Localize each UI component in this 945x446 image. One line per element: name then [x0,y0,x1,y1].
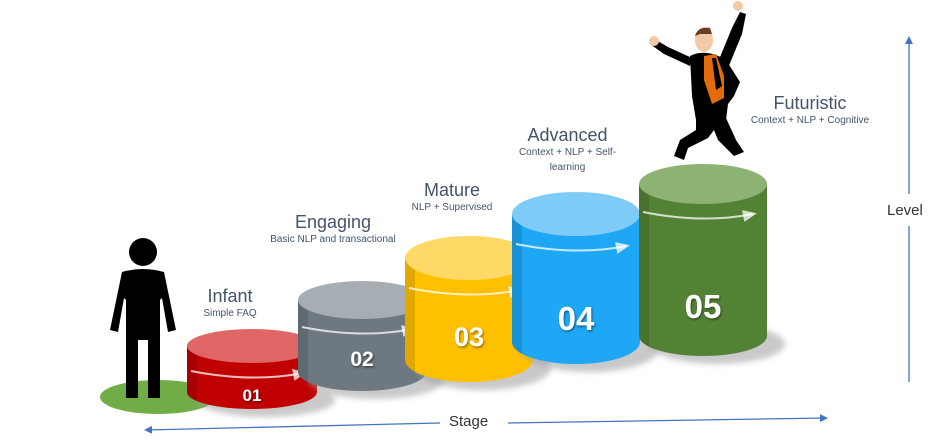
standing-person-icon [110,238,176,398]
cylinder-body [512,214,640,364]
cylinder-top [405,236,533,280]
cylinder-top [298,281,426,319]
stage-label-futuristic: Futuristic Context + NLP + Cognitive [736,93,884,128]
stage-description: Context + NLP + Self-learning [518,147,617,173]
stage-axis-left-arrow [144,422,441,434]
cylinder-number: 02 [350,348,373,371]
stage-axis-right-arrow [507,414,828,424]
cylinder-arrow-icon [301,325,416,337]
stage-axis [144,414,828,434]
cylinder-number: 01 [243,386,262,405]
cylinder-step-03: 03 [404,236,551,390]
stage-description: Basic NLP and transactional [270,234,396,245]
cylinder-edge-shade [186,346,197,402]
jumping-businessman-icon [649,1,746,160]
cylinder-body [405,258,533,382]
cylinder-step-04: 04 [511,192,658,372]
cylinder-step-02: 02 [297,281,444,399]
stage-description: Simple FAQ [203,308,257,319]
cylinder-arrow-icon [642,210,757,222]
cylinder-step-01: 01 [186,329,335,417]
cylinder-top [512,192,640,236]
cylinder-top [639,164,767,204]
stage-label-infant: Infant Simple FAQ [186,286,274,321]
stage-name: Futuristic [773,93,847,113]
cylinder-body [298,300,426,391]
stage-name: Engaging [294,212,372,232]
cylinder-number: 05 [685,288,722,325]
cylinder-arrow-icon [515,242,630,254]
stage-name: Mature [423,180,481,200]
cylinder-body [639,184,767,356]
level-axis-label: Level [887,202,923,219]
cylinder-edge-shade [511,214,522,355]
stage-axis-label: Stage [449,413,489,430]
cylinder-top [187,329,317,363]
stage-label-engaging: Engaging Basic NLP and transactional [248,212,418,247]
cylinder-number: 04 [558,300,595,337]
stage-description: Context + NLP + Cognitive [750,115,870,126]
cylinder-edge-shade [297,300,308,383]
cylinder-step-05: 05 [638,164,785,364]
cylinder-edge-shade [404,258,415,373]
cylinder-edge-shade [638,184,649,347]
stage-label-mature: Mature NLP + Supervised [400,180,504,215]
stage-name: Advanced [527,125,608,145]
cylinder-arrow-icon [408,286,523,298]
stage-name: Infant [207,286,253,306]
cylinder-number: 03 [454,322,484,352]
cylinder-arrow-icon [190,369,307,381]
stage-label-advanced: Advanced Context + NLP + Self-learning [510,125,625,175]
stage-description: NLP + Supervised [411,202,493,213]
cylinder-steps: 01 02 03 04 05 [186,164,785,417]
